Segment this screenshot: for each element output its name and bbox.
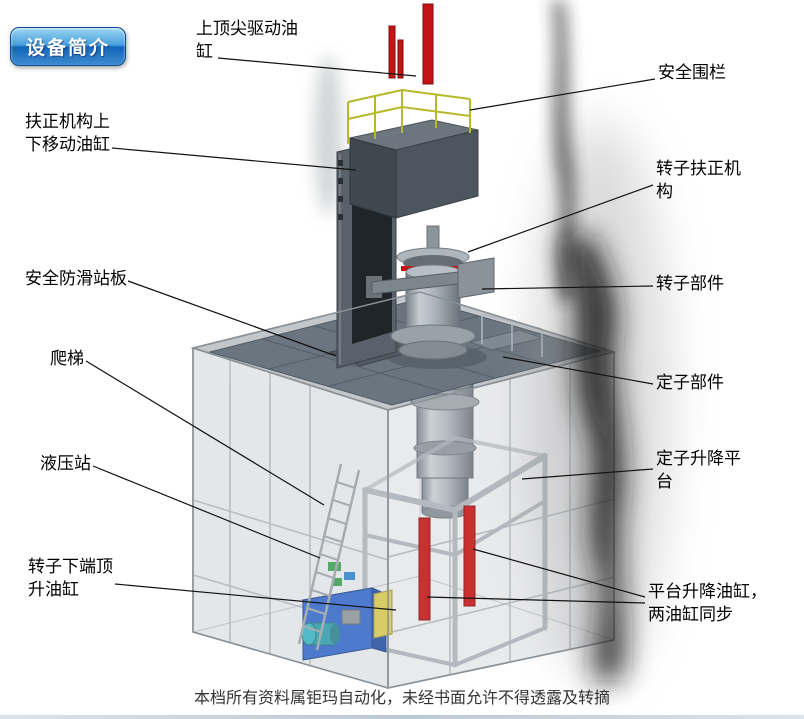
platform-lift-cylinders-graphic [418,505,476,621]
top-drive-rods [388,3,434,85]
ladder-graphic [297,463,361,651]
label-top-center-drive-cylinder: 上顶尖驱动油 缸 [196,19,298,61]
label-ladder: 爬梯 [50,349,84,368]
label-rotor-lower-jack-cylinder: 转子下端顶 升油缸 [28,557,113,599]
title-badge: 设备简介 [10,27,127,66]
label-stator-lift-platform: 定子升降平 台 [656,449,741,491]
label-righting-mechanism-lift-cylinder: 扶正机构上 下移动油缸 [25,112,110,154]
label-rotor-component: 转子部件 [656,274,724,293]
label-hydraulic-station: 液压站 [40,454,91,473]
righting-mechanism-graphic [366,257,495,299]
label-stator-component: 定子部件 [656,373,724,392]
head-block [349,119,479,219]
bottom-edge-strip [0,715,804,719]
ink-smudge [530,0,670,680]
label-anti-slip-standing-board: 安全防滑站板 [25,269,127,288]
confidentiality-note: 本档所有资料属钜玛自动化，未经书面允许不得透露及转摘 [193,690,610,707]
leader-lines [85,57,656,611]
safety-fence-graphic [347,88,471,144]
valve-blocks [328,562,355,586]
label-rotor-righting-mechanism: 转子扶正机 构 [656,159,741,201]
label-safety-fence: 安全围栏 [658,63,726,82]
background-shadow [314,55,342,215]
label-platform-lift-cylinders: 平台升降油缸， 两油缸同步 [648,582,767,624]
